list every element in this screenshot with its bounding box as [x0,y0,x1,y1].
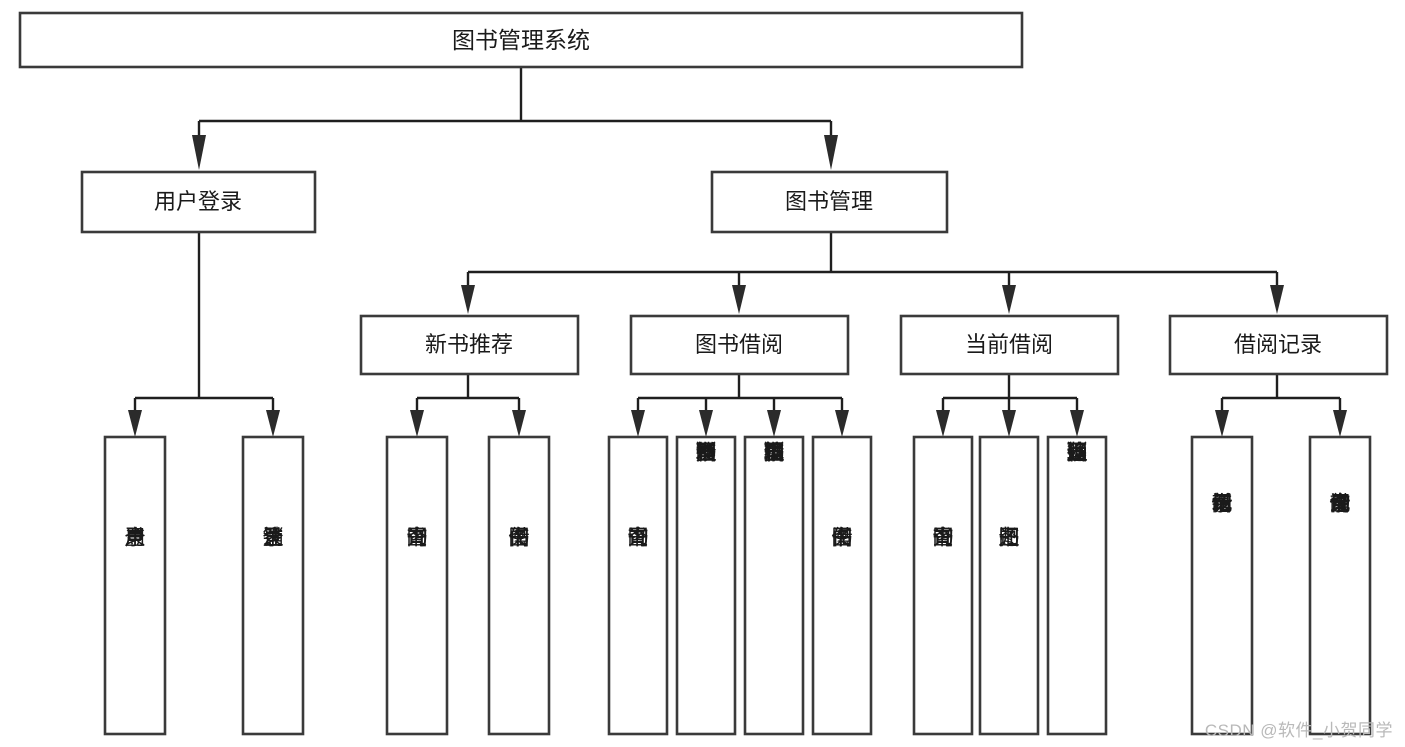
node-book-manage-box[interactable] [710,170,949,234]
connector-group-root [192,67,838,170]
leaf-add-record-box[interactable] [1190,435,1254,736]
arrow-head-new-book-recommend [461,285,475,314]
leaf-node-add-record[interactable]: 新增借阅记录 [1190,435,1254,736]
node-borrow-record-label: 借阅记录 [1234,332,1322,357]
leaf-add-book-label: 新增图书（管理员） [696,442,717,465]
leaf-user-login-box[interactable] [103,435,167,736]
leaf-return-book-box[interactable] [978,435,1040,736]
leaf-node-user-login[interactable]: 用户登录 [103,435,167,736]
leaf-borrow-book-2-box[interactable] [811,435,873,736]
csdn-watermark: CSDN @软件_小贺同学 [1204,721,1393,740]
arrow-head-leaf-query-record [1333,410,1347,437]
leaf-node-query-book-3[interactable]: 查询图书 [912,435,974,736]
arrow-head-leaf-borrow-book-1 [512,410,526,437]
connector-group-new-book-recommend [410,374,526,437]
leaf-query-book-1-label: 查询图书 [407,527,428,550]
leaf-query-book-2-box[interactable] [607,435,669,736]
leaf-node-borrow-book-2[interactable]: 借阅图书 [811,435,873,736]
arrow-head-user-login [192,135,206,170]
leaf-node-query-book-2[interactable]: 查询图书 [607,435,669,736]
arrow-head-leaf-query-book-3 [936,410,950,437]
arrow-head-leaf-borrow-book-2 [835,410,849,437]
leaf-user-logout-box[interactable] [241,435,305,736]
leaf-node-add-book[interactable]: 新增图书（管理员） [675,435,737,736]
leaf-node-return-book[interactable]: 归还图书 [978,435,1040,736]
node-root-label: 图书管理系统 [452,27,590,53]
arrow-head-leaf-add-book [699,410,713,437]
arrow-head-leaf-return-book [1002,410,1016,437]
connector-group-book-borrow [631,374,849,437]
node-book-borrow-label: 图书借阅 [695,332,783,357]
node-user-login-box[interactable] [80,170,317,234]
connector-group-user-login [128,232,280,437]
node-book-borrow[interactable]: 图书借阅 [629,314,850,376]
leaf-borrow-book-1-label: 借阅图书 [509,527,530,550]
node-new-book-recommend-box[interactable] [359,314,580,376]
arrow-head-leaf-user-login [128,410,142,437]
node-borrow-record-box[interactable] [1168,314,1389,376]
node-current-borrow-box[interactable] [899,314,1120,376]
arrow-head-leaf-user-logout [266,410,280,437]
arrow-head-leaf-query-book-1 [410,410,424,437]
leaf-node-query-book-1[interactable]: 查询图书 [385,435,449,736]
node-borrow-record[interactable]: 借阅记录 [1168,314,1389,376]
leaf-query-record-box[interactable] [1308,435,1372,736]
leaf-query-record-label: 查询借阅记录 [1330,493,1351,516]
leaf-add-book-box[interactable] [675,435,737,736]
node-current-borrow-label: 当前借阅 [965,332,1053,357]
node-user-login[interactable]: 用户登录 [80,170,317,234]
arrow-head-leaf-add-record [1215,410,1229,437]
node-book-manage[interactable]: 图书管理 [710,170,949,234]
leaf-node-query-record[interactable]: 查询借阅记录 [1308,435,1372,736]
leaf-user-login-label: 用户登录 [125,527,146,550]
arrow-head-borrow-record [1270,285,1284,314]
leaf-edit-book-box[interactable] [743,435,805,736]
arrow-head-current-borrow [1002,285,1016,314]
arrow-head-leaf-confirm-return [1070,410,1084,437]
connector-group-current-borrow [936,374,1084,437]
node-new-book-recommend-label: 新书推荐 [425,332,513,357]
arrow-head-leaf-query-book-2 [631,410,645,437]
leaf-query-book-3-label: 查询图书 [933,527,954,550]
node-root-box[interactable] [18,11,1024,69]
leaf-user-logout-label: 注销登录 [263,527,284,550]
leaf-confirm-return-box[interactable] [1046,435,1108,736]
node-current-borrow[interactable]: 当前借阅 [899,314,1120,376]
leaf-edit-book-label: 编辑图书（管理员） [764,442,785,465]
node-book-borrow-box[interactable] [629,314,850,376]
leaf-query-book-1-box[interactable] [385,435,449,736]
arrow-head-book-borrow [732,285,746,314]
leaf-borrow-book-2-label: 借阅图书 [832,527,853,550]
leaf-return-book-label: 归还图书 [999,527,1020,550]
leaf-query-book-3-box[interactable] [912,435,974,736]
leaf-node-borrow-book-1[interactable]: 借阅图书 [487,435,551,736]
leaf-query-book-2-label: 查询图书 [628,527,649,550]
leaf-add-record-label: 新增借阅记录 [1212,493,1233,516]
node-root[interactable]: 图书管理系统 [18,11,1024,69]
arrow-head-book-manage [824,135,838,170]
leaf-confirm-return-label: 确认归还（管理员） [1067,442,1088,465]
arrow-head-leaf-edit-book [767,410,781,437]
leaf-node-user-logout[interactable]: 注销登录 [241,435,305,736]
connector-group-book-manage [461,232,1284,314]
node-new-book-recommend[interactable]: 新书推荐 [359,314,580,376]
connector-group-borrow-record [1215,374,1347,437]
leaf-node-edit-book[interactable]: 编辑图书（管理员） [743,435,805,736]
node-user-login-label: 用户登录 [154,189,242,214]
node-book-manage-label: 图书管理 [785,189,873,214]
leaf-node-confirm-return[interactable]: 确认归还（管理员） [1046,435,1108,736]
leaf-borrow-book-1-box[interactable] [487,435,551,736]
